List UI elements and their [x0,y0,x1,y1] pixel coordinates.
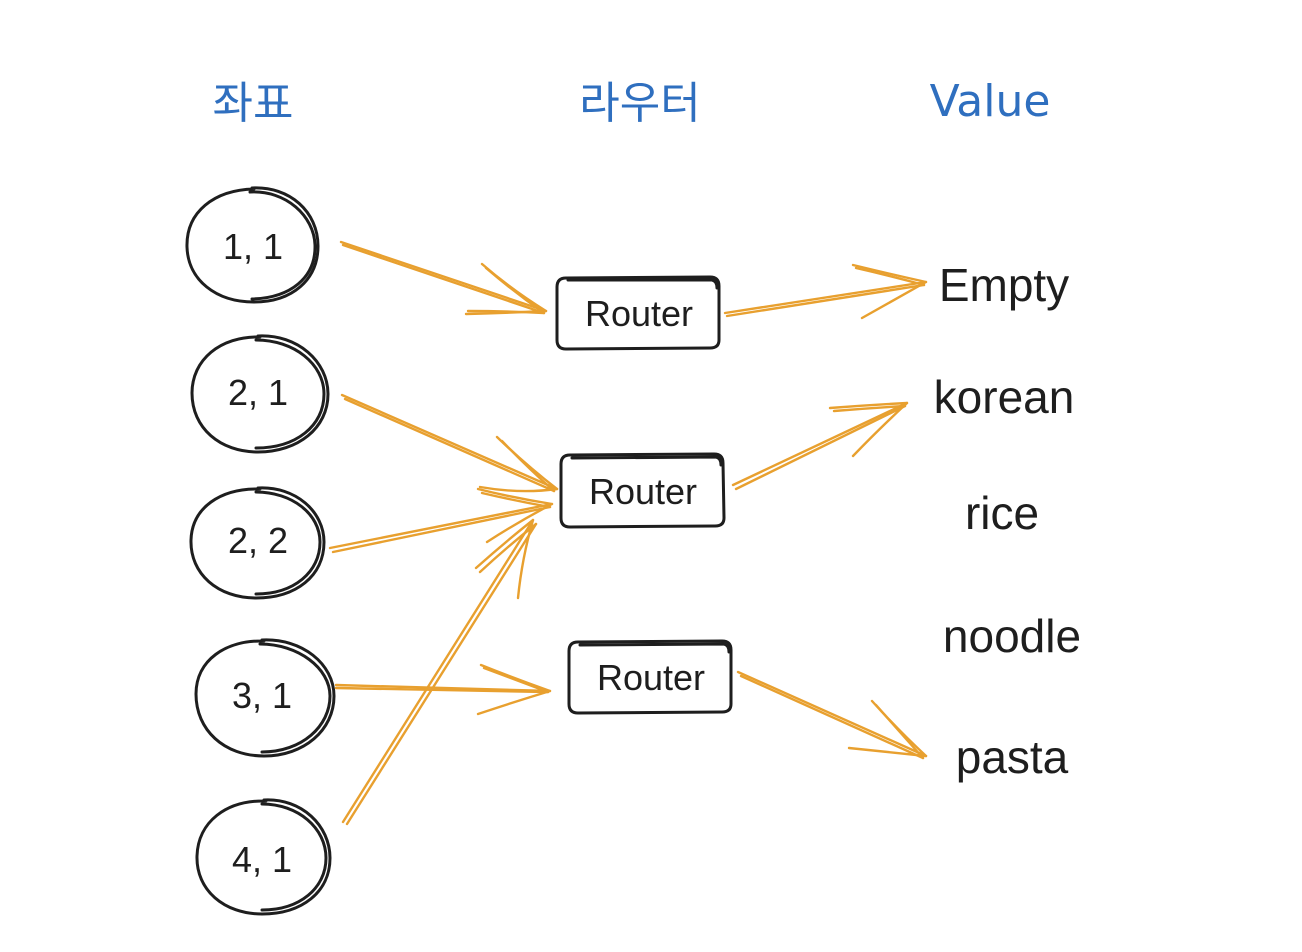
header-router: 라우터 [579,78,700,129]
coordinate-label: 4, 1 [232,839,292,880]
value-noodle: noodle [943,610,1081,662]
coordinate-label: 2, 1 [228,372,288,413]
router-label: Router [589,471,697,512]
router-label: Router [597,657,705,698]
arrow-router-1-to-empty [723,263,928,320]
coordinate-label: 1, 1 [223,226,283,267]
arrow-router-3-to-pasta [736,670,928,760]
coordinate-label: 2, 2 [228,520,288,561]
coordinate-node-2-2: 2, 2 [189,486,326,600]
coordinate-node-4-1: 4, 1 [195,798,332,916]
coordinate-node-2-1: 2, 1 [190,334,330,454]
arrow-4-1-to-router-2 [341,518,538,826]
coordinate-label: 3, 1 [232,675,292,716]
router-label: Router [585,293,693,334]
value-rice: rice [965,487,1039,539]
value-pasta: pasta [956,731,1069,783]
arrow-2-2-to-router-2 [328,487,554,554]
arrow-1-1-to-router-1 [339,240,548,316]
header-value: Value [930,76,1051,127]
header-coordinates: 좌표 [213,78,294,129]
value-empty: Empty [939,259,1069,311]
router-box-2: Router [559,452,726,529]
coordinate-node-1-1: 1, 1 [185,186,320,304]
value-korean: korean [934,371,1075,423]
arrow-3-1-to-router-3 [334,663,552,716]
router-box-3: Router [567,639,733,715]
router-box-1: Router [555,275,721,351]
arrow-router-2-to-korean [731,401,909,491]
arrow-2-1-to-router-2 [340,393,559,493]
coordinate-node-3-1: 3, 1 [194,638,336,758]
